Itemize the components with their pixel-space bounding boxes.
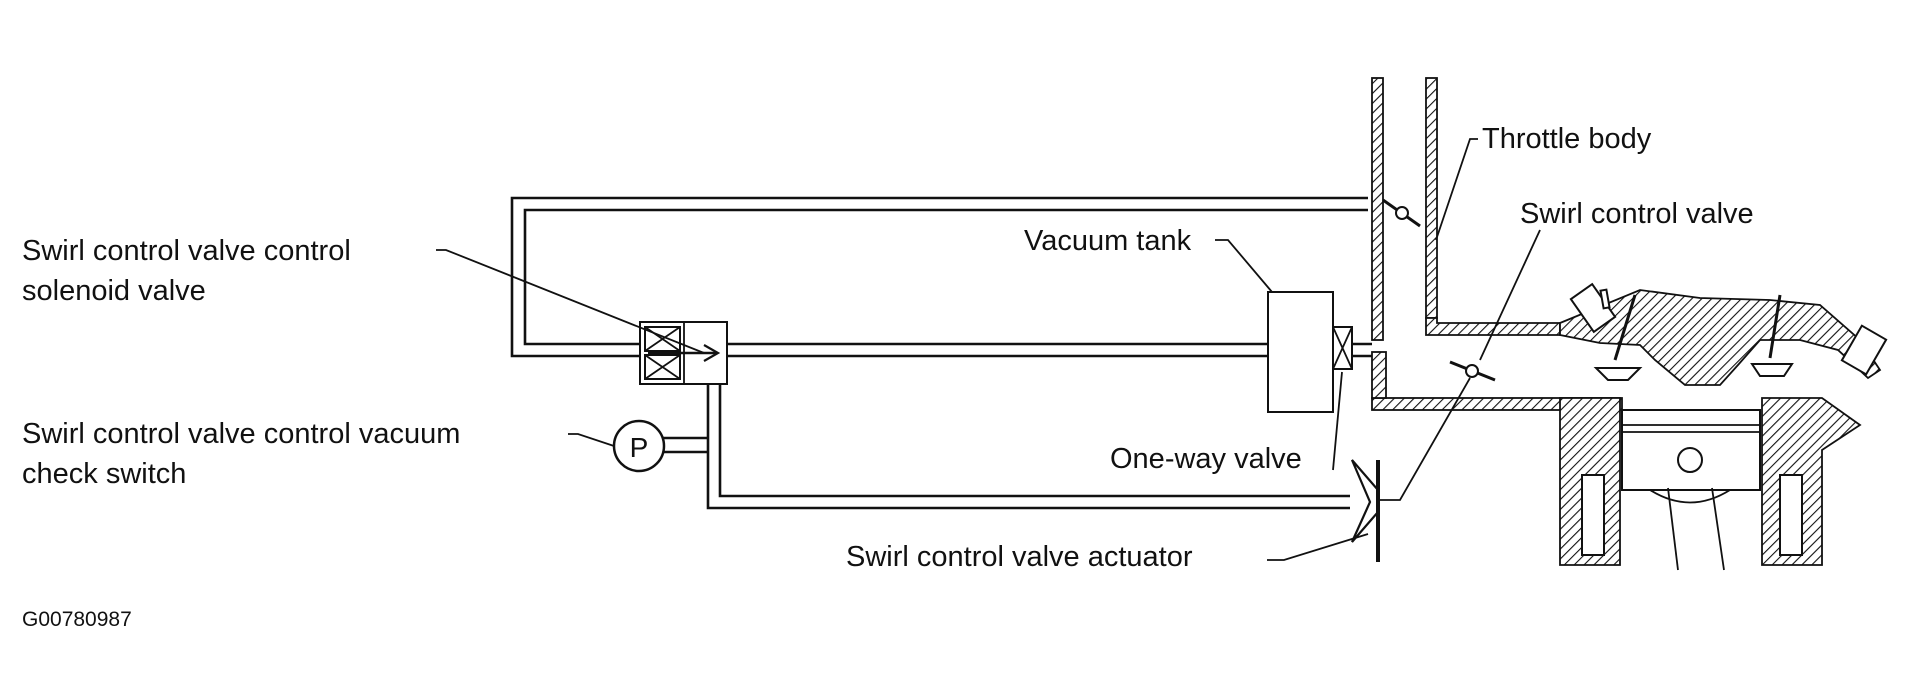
hose-to-actuator-outer	[706, 384, 1350, 510]
actuator-label: Swirl control valve actuator	[846, 541, 1193, 573]
swirl-valve-actuator	[1350, 459, 1380, 562]
piston-skirt-arc	[1649, 489, 1731, 504]
throttle-right-wall	[1425, 77, 1438, 319]
solenoid-valve	[639, 321, 728, 385]
leader-lines	[436, 138, 1541, 561]
exhaust-valve	[1750, 294, 1794, 377]
spark-plug-left	[1599, 288, 1611, 310]
hose-upper-loop-inner	[523, 208, 1368, 346]
throttle-plate	[1382, 198, 1421, 228]
throttle-body-label: Throttle body	[1482, 123, 1652, 155]
solenoid-label-line2: solenoid valve	[22, 275, 206, 307]
one-way-valve-label: One-way valve	[1110, 443, 1302, 475]
pressure-symbol: P	[630, 432, 649, 463]
cylinder-slot-left	[1581, 474, 1605, 556]
swirl-control-valve-symbol	[1449, 360, 1496, 382]
one-way-valve	[1332, 326, 1372, 370]
check-switch-label-line2: check switch	[22, 458, 186, 490]
exhaust-sensor-stub	[1840, 324, 1888, 376]
figure-code: G00780987	[22, 608, 132, 631]
intake-walls	[1371, 77, 1888, 571]
vacuum-tank-label: Vacuum tank	[1024, 225, 1192, 257]
connecting-rod-right	[1711, 487, 1725, 571]
actuator-linkage	[1378, 377, 1471, 501]
piston-pin	[1677, 447, 1703, 473]
cylinder-slot-right	[1779, 474, 1803, 556]
hose-to-actuator-inner	[718, 384, 1350, 498]
connecting-rod-left	[1667, 487, 1679, 571]
swirl-control-valve-label: Swirl control valve	[1520, 198, 1754, 230]
vacuum-tank	[1267, 291, 1334, 413]
cylinder-head	[1559, 289, 1882, 386]
cylinder-wall-right	[1761, 397, 1862, 566]
throttle-left-wall	[1371, 77, 1384, 341]
solenoid-label-line1: Swirl control valve control	[22, 235, 351, 267]
pressure-switch: P	[612, 419, 666, 473]
intake-valve	[1593, 294, 1643, 381]
tank-port-stub	[1371, 351, 1387, 399]
check-switch-label-line1: Swirl control valve control vacuum	[22, 418, 460, 450]
